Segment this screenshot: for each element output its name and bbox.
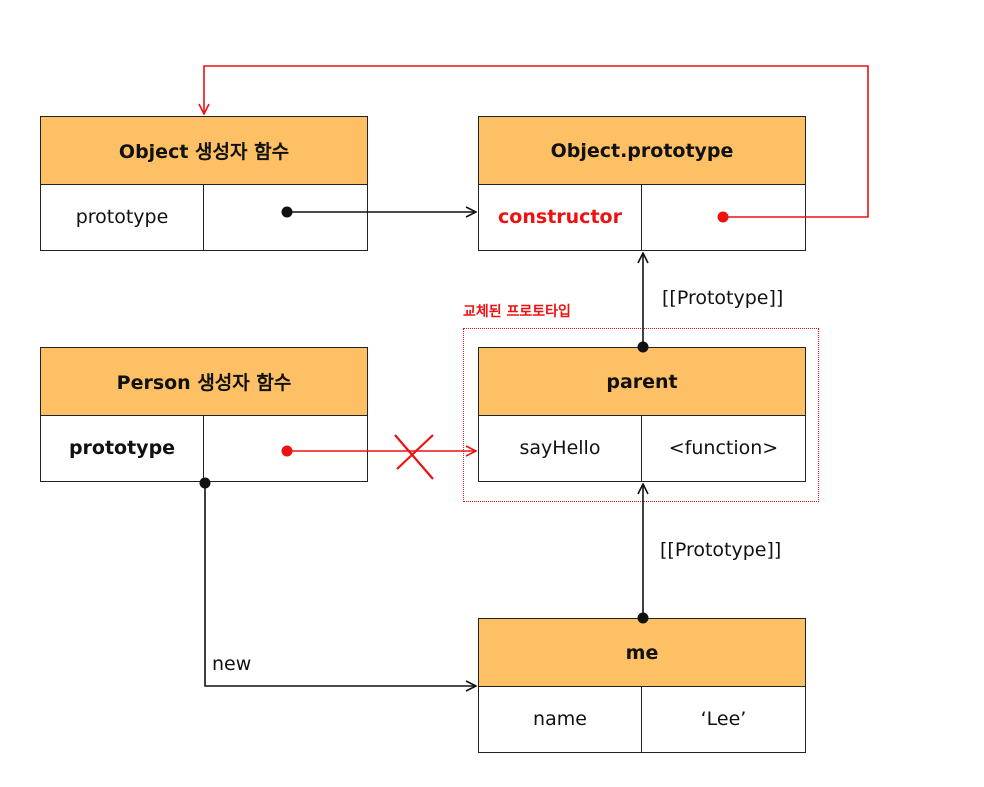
object-constructor-prototype-key: prototype	[41, 184, 204, 250]
new-arrow	[199, 477, 477, 687]
prototype-link-label-1: [[Prototype]]	[662, 287, 784, 309]
me-title: me	[479, 619, 805, 687]
object-prototype-arrow	[281, 207, 477, 218]
person-constructor-box[interactable]: Person 생성자 함수 prototype	[40, 347, 368, 482]
parent-title: parent	[479, 348, 805, 416]
cross-icon	[394, 434, 434, 480]
parent-prototype-arrow	[638, 253, 649, 353]
constructor-arrow	[204, 65, 869, 223]
person-constructor-title: Person 생성자 함수	[41, 348, 367, 416]
parent-box[interactable]: parent sayHello <function>	[478, 347, 806, 482]
person-constructor-prototype-key: prototype	[41, 415, 204, 481]
me-box[interactable]: me name ‘Lee’	[478, 618, 806, 753]
object-prototype-title: Object.prototype	[479, 117, 805, 185]
prototype-link-label-2: [[Prototype]]	[660, 539, 782, 561]
me-prototype-arrow	[638, 484, 649, 624]
me-name-key: name	[479, 686, 642, 752]
me-name-value: ‘Lee’	[700, 708, 747, 730]
replaced-prototype-region	[463, 328, 819, 502]
replaced-prototype-label: 교체된 프로토타입	[463, 304, 571, 320]
object-constructor-box[interactable]: Object 생성자 함수 prototype	[40, 116, 368, 251]
parent-sayhello-value: <function>	[668, 437, 779, 459]
object-prototype-box[interactable]: Object.prototype constructor	[478, 116, 806, 251]
object-constructor-title: Object 생성자 함수	[41, 117, 367, 185]
object-prototype-constructor-key: constructor	[479, 184, 642, 250]
new-label: new	[212, 653, 252, 675]
person-prototype-arrow	[281, 446, 477, 457]
parent-sayhello-key: sayHello	[479, 415, 642, 481]
